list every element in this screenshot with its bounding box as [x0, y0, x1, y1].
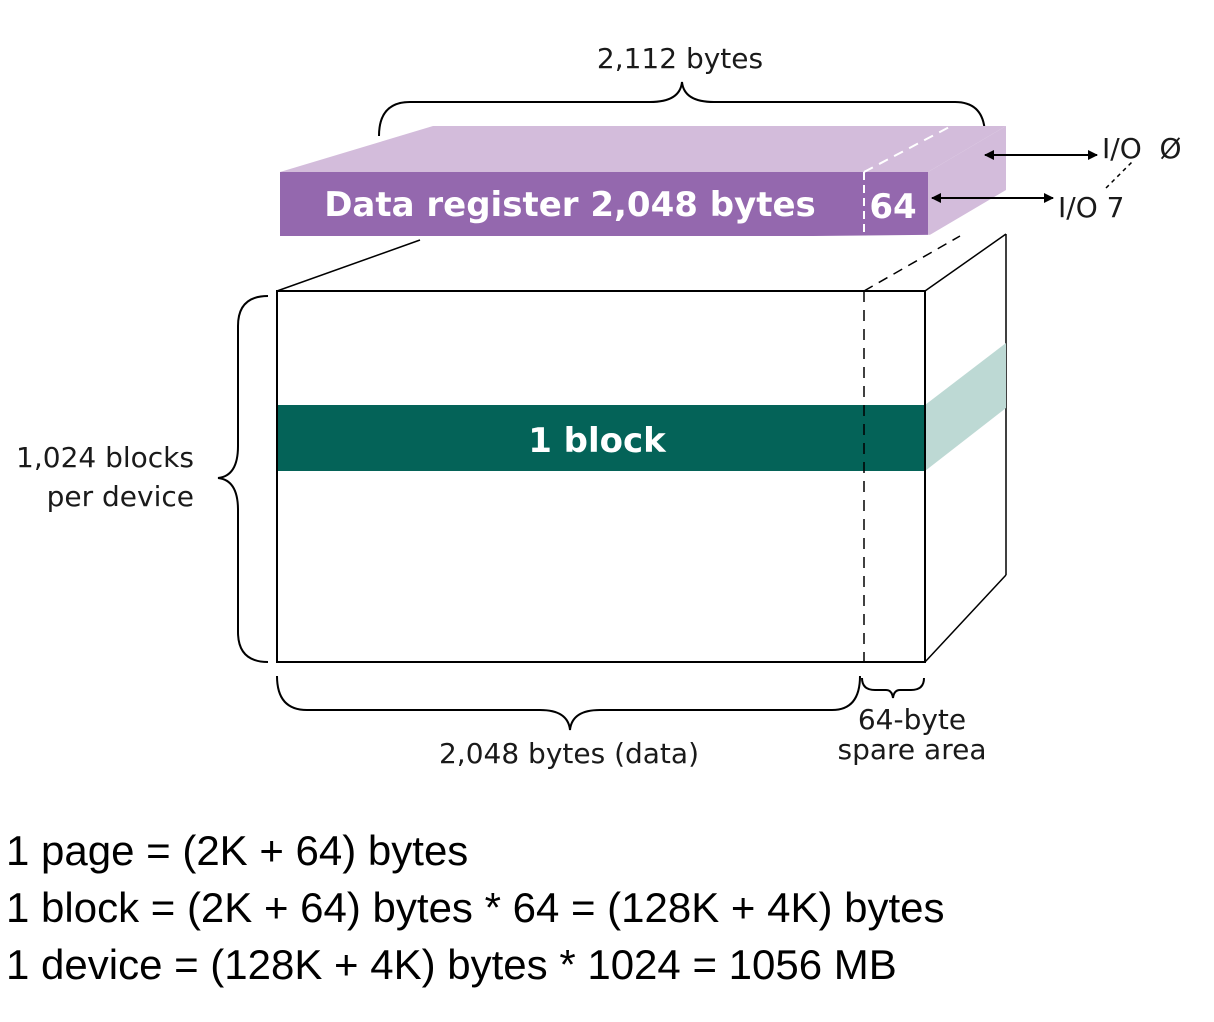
- blocks-brace: [217, 295, 269, 663]
- data-register-top: [280, 126, 1006, 172]
- device-formula: 1 device = (128K + 4K) bytes * 1024 = 10…: [6, 941, 897, 988]
- total-bytes-brace: [378, 81, 986, 137]
- total-bytes-label: 2,112 bytes: [597, 42, 763, 75]
- page-formula: 1 page = (2K + 64) bytes: [6, 827, 469, 874]
- spare-top-dashed: [863, 235, 961, 292]
- data-bytes-label: 2,048 bytes (data): [439, 737, 699, 770]
- data-register-label: Data register 2,048 bytes: [324, 185, 816, 225]
- io-dashed-connector: [1105, 161, 1133, 189]
- block-label: 1 block: [528, 421, 667, 461]
- device-top-right-edge: [924, 233, 1007, 292]
- device-top-left-edge: [276, 239, 421, 292]
- blocks-label-line2: per device: [47, 480, 194, 513]
- block-band-side: [925, 343, 1006, 471]
- spare-area-brace: [861, 677, 925, 699]
- device-top-face: [277, 234, 1006, 291]
- block-formula: 1 block = (2K + 64) bytes * 64 = (128K +…: [6, 884, 945, 931]
- block-band: [278, 405, 925, 471]
- blocks-label-line1: 1,024 blocks: [16, 441, 194, 474]
- device-front-face: [276, 290, 926, 663]
- device-bottom-right-edge: [924, 574, 1007, 663]
- data-bytes-brace: [276, 675, 861, 731]
- io-bottom-label: I/O 7: [1058, 191, 1124, 224]
- spare-area-label-line2: spare area: [838, 733, 987, 766]
- io-top-label: I/O Ø: [1102, 132, 1182, 165]
- nand-flash-organization-diagram: 2,112 bytes Data register 2,048 bytes 64…: [16, 42, 1182, 770]
- register-top-divider: [863, 123, 956, 173]
- spare-area-label-line1: 64-byte: [858, 703, 966, 736]
- spare-register-label: 64: [869, 187, 916, 227]
- data-register-front: [280, 172, 928, 236]
- capacity-formulas: 1 page = (2K + 64) bytes 1 block = (2K +…: [6, 822, 945, 993]
